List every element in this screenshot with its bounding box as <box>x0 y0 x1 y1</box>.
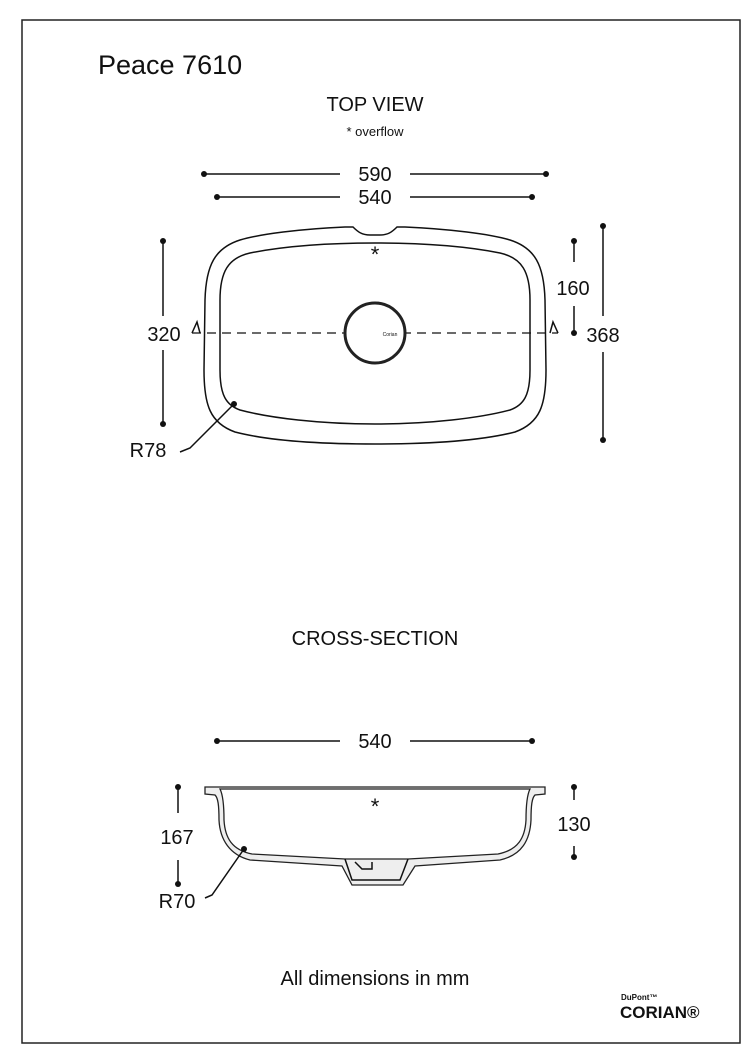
overflow-note: * overflow <box>346 124 404 139</box>
dim-320-label: 320 <box>147 324 180 346</box>
dim-130-label: 130 <box>557 814 590 836</box>
dim-160-label: 160 <box>556 278 589 300</box>
dim-590-label: 590 <box>358 164 391 186</box>
dimension-160: 160 <box>556 238 590 336</box>
dim-540-top-label: 540 <box>358 187 391 209</box>
corian-logo: DuPont™ CORIAN® <box>620 993 700 1022</box>
section-overflow-marker: * <box>371 794 380 819</box>
dimension-368: 368 <box>586 223 620 443</box>
brand-dupont: DuPont™ <box>621 993 657 1002</box>
cross-section-heading: CROSS-SECTION <box>292 628 459 650</box>
dimension-590: 590 <box>201 164 549 186</box>
dimension-320: 320 <box>147 238 181 427</box>
radius-leader-r78 <box>179 403 235 453</box>
product-title: Peace 7610 <box>98 50 242 80</box>
basin-top-view: * Corian R78 <box>130 226 559 462</box>
dimension-167: 167 <box>160 784 194 887</box>
dimension-540-section: 540 <box>214 731 535 753</box>
dim-368-label: 368 <box>586 325 619 347</box>
brand-corian: CORIAN® <box>620 1003 700 1022</box>
overflow-marker: * <box>371 242 380 267</box>
radius-leader-r70 <box>204 848 245 899</box>
sheet-border <box>21 19 741 1044</box>
units-note: All dimensions in mm <box>281 968 470 990</box>
dimension-540-top: 540 <box>214 187 535 209</box>
radius-r78-label: R78 <box>130 440 167 462</box>
top-view-heading: TOP VIEW <box>326 94 423 116</box>
drain-label: Corian <box>383 332 398 338</box>
dim-540-section-label: 540 <box>358 731 391 753</box>
section-markers <box>191 319 559 334</box>
dimension-130: 130 <box>557 784 591 860</box>
radius-r70-label: R70 <box>159 891 196 913</box>
basin-inner-outline <box>219 242 531 425</box>
basin-cross-section: * R70 <box>159 786 546 913</box>
dim-167-label: 167 <box>160 827 193 849</box>
drain-icon <box>343 301 407 365</box>
basin-outer-outline <box>203 226 547 445</box>
